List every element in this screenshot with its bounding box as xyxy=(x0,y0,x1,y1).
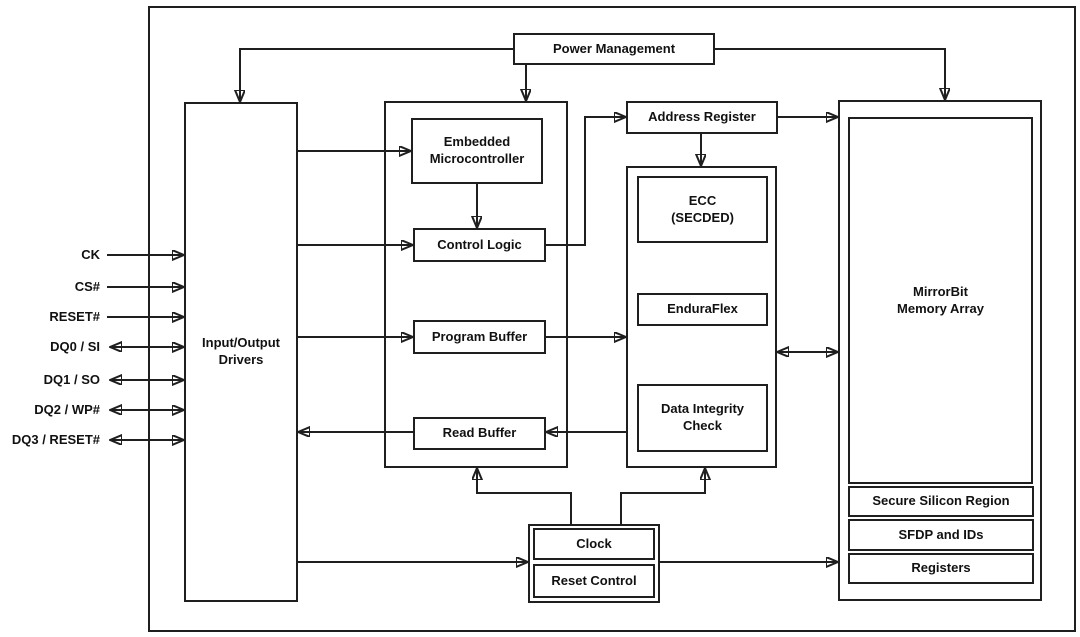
pin-label-dq2-wp: DQ2 / WP# xyxy=(34,402,100,417)
pin-label-cs: CS# xyxy=(74,279,100,294)
secure-silicon-region-block: Secure Silicon Region xyxy=(848,486,1034,517)
clock-block: Clock xyxy=(533,528,655,560)
control-logic-block: Control Logic xyxy=(413,228,546,262)
pin-label-dq3-reset: DQ3 / RESET# xyxy=(11,432,100,447)
enduraflex-block: EnduraFlex xyxy=(637,293,768,326)
embedded-microcontroller-block: Embedded Microcontroller xyxy=(411,118,543,184)
pin-label-dq0-si: DQ0 / SI xyxy=(50,339,100,354)
program-buffer-block: Program Buffer xyxy=(413,320,546,354)
io-drivers-block: Input/Output Drivers xyxy=(184,102,298,602)
mirrorbit-memory-array-block: MirrorBit Memory Array xyxy=(848,117,1033,484)
pin-label-dq1-so: DQ1 / SO xyxy=(43,372,100,387)
registers-block: Registers xyxy=(848,553,1034,584)
pin-label-ck: CK xyxy=(81,247,100,262)
pin-label-reset: RESET# xyxy=(49,309,100,324)
address-register-block: Address Register xyxy=(626,101,778,134)
ecc-secded-block: ECC (SECDED) xyxy=(637,176,768,243)
data-integrity-check-block: Data Integrity Check xyxy=(637,384,768,452)
read-buffer-block: Read Buffer xyxy=(413,417,546,450)
reset-control-block: Reset Control xyxy=(533,564,655,598)
diagram-outer-border xyxy=(148,6,1076,632)
power-management-block: Power Management xyxy=(513,33,715,65)
sfdp-and-ids-block: SFDP and IDs xyxy=(848,519,1034,551)
